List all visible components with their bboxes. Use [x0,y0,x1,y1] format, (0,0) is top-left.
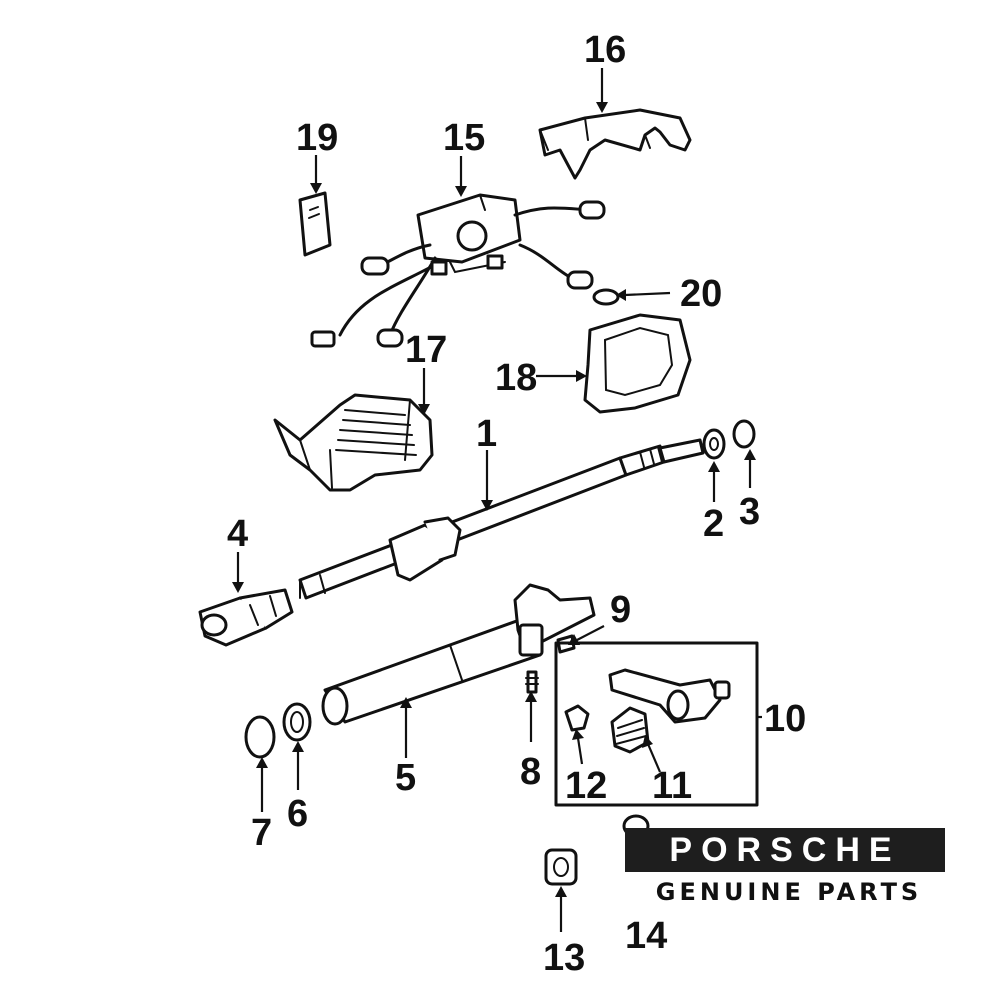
part-4-universal-joint [198,588,294,647]
callout-2: 2 [703,503,724,545]
part-20-clip [592,288,620,306]
logo-brand-bar: PORSCHE [625,828,945,872]
part-12-plug [564,704,590,732]
callout-8: 8 [520,751,541,793]
callout-13: 13 [543,937,585,979]
callout-labels: 16 15 19 20 18 17 1 2 3 4 9 10 5 6 7 8 1… [227,29,806,979]
part-15-combination-switch [310,193,606,348]
callout-20: 20 [680,273,722,315]
part-8-bolt [525,670,539,694]
callout-19: 19 [296,117,338,159]
callout-7: 7 [251,812,272,854]
part-1-steering-shaft [298,438,705,600]
callout-18: 18 [495,357,537,399]
callout-1: 1 [476,413,497,455]
callout-11: 11 [652,765,692,807]
part-19-module [298,191,332,257]
part-3-snap-ring [732,419,756,449]
part-13-grommet [544,848,578,886]
callout-17: 17 [405,329,447,371]
callout-15: 15 [443,117,485,159]
part-11-lock-cylinder [610,706,650,754]
callout-4: 4 [227,513,248,555]
callout-6: 6 [287,793,308,835]
callout-14: 14 [625,915,667,957]
part-6-bushing [282,702,312,742]
callout-16: 16 [584,29,626,71]
porsche-genuine-parts-logo: PORSCHE GENUINE PARTS [625,828,945,910]
part-7-cap [244,715,276,759]
part-5-column-tube [321,583,596,726]
callout-12: 12 [565,765,607,807]
part-17-lower-shroud [273,393,434,492]
logo-tagline: GENUINE PARTS [655,878,923,906]
callout-3: 3 [739,491,760,533]
callout-9: 9 [610,589,631,631]
part-16-upper-shroud [538,108,692,180]
leader-lines [232,68,762,932]
logo-brand-text: PORSCHE [669,830,901,869]
callout-10: 10 [764,698,806,740]
callout-5: 5 [395,757,416,799]
part-10-lock-assembly [554,641,759,807]
part-18-bezel [583,313,692,414]
part-2-washer [702,428,726,460]
